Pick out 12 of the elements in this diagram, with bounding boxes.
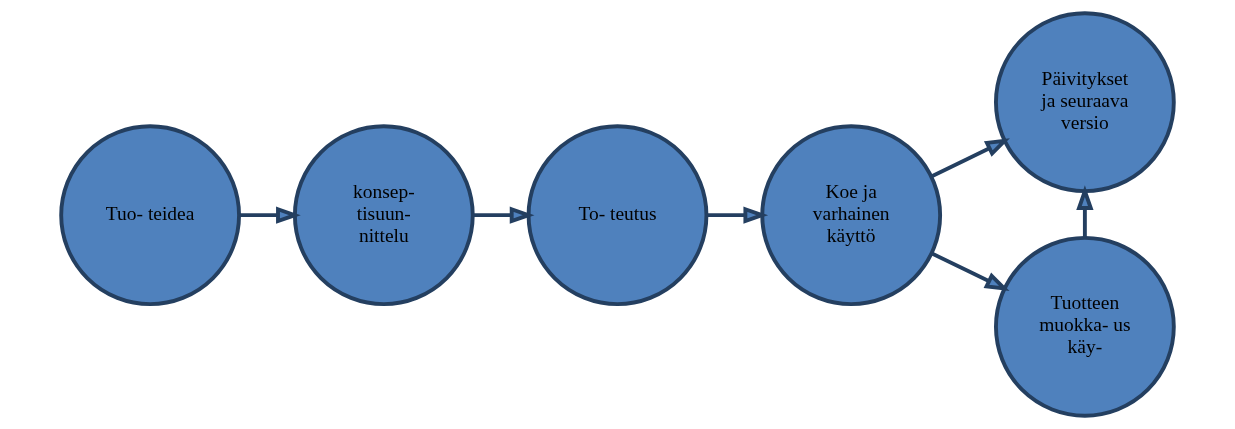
arrow <box>472 206 535 224</box>
arrow <box>706 206 769 224</box>
node-circle: Päivitykset ja seuraava versio <box>994 11 1176 194</box>
node-circle: Koe ja varhainen käyttö <box>760 124 943 307</box>
arrow <box>239 206 301 224</box>
node-circle: Tuotteen muokka- us käy- <box>994 235 1176 418</box>
arrow <box>1076 185 1094 238</box>
node-circle: Tuo- teidea <box>59 124 241 307</box>
node-circle: konsep- tisuun- nittelu <box>292 124 475 307</box>
arrow <box>930 138 1010 179</box>
node-circle: To- teutus <box>526 124 709 307</box>
arrow <box>931 251 1010 292</box>
